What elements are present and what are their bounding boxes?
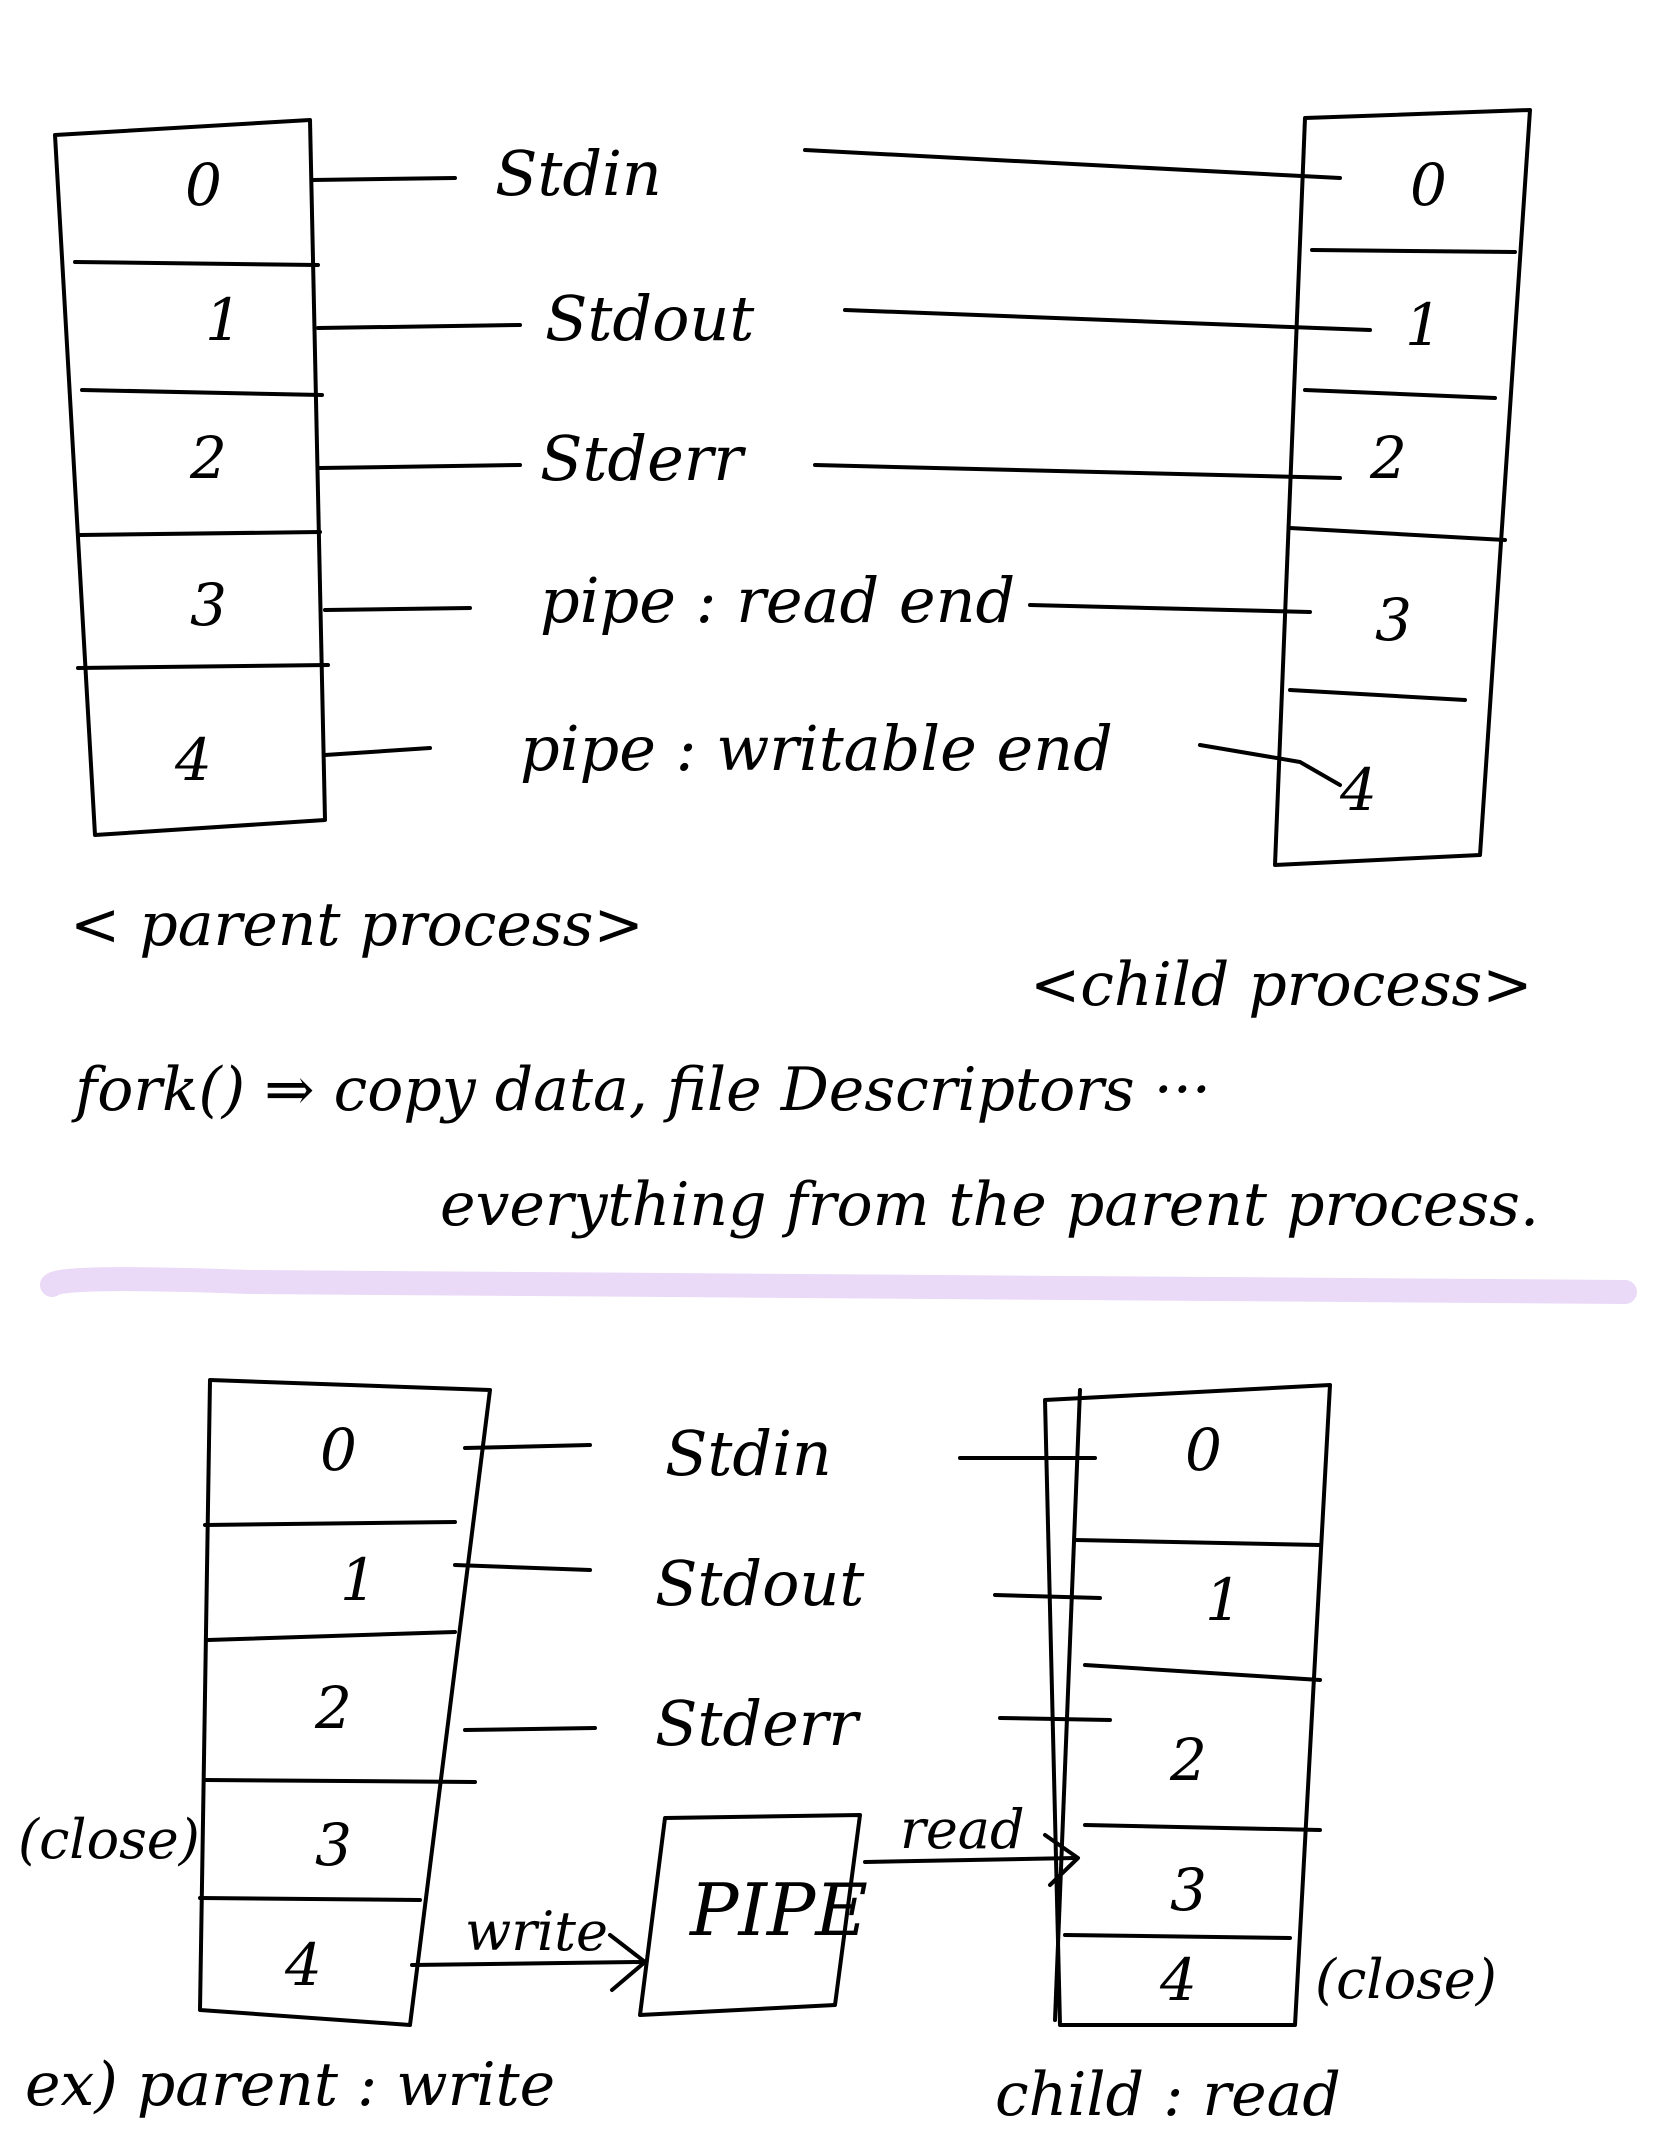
top-connector-left: [323, 746, 432, 757]
top-parent-fd-4: 4: [174, 726, 212, 794]
fork-description-line2: everything from the parent process.: [440, 1170, 1539, 1240]
bottom-child-fd-2: 2: [1169, 1726, 1207, 1794]
top-child-row-divider: [1310, 248, 1517, 254]
bottom-child-fd-1: 1: [1205, 1566, 1242, 1634]
top-stream-labels: Stdin Stdout Stderr pipe : read end pipe…: [495, 137, 1113, 785]
pipe-box-outline: [638, 1813, 862, 2017]
top-connector-left: [316, 323, 522, 330]
bottom-label-stdout: Stdout: [655, 1547, 864, 1620]
bottom-connector-left: [453, 1563, 592, 1572]
bottom-parent-fd-table: [198, 1378, 492, 2027]
bottom-child-table-outline: [1043, 1383, 1332, 2027]
write-arrow-head: [608, 1933, 647, 1992]
top-label-stdin: Stdin: [495, 137, 662, 210]
top-label-stdout: Stdout: [545, 282, 754, 355]
top-connector-right: [1198, 743, 1342, 787]
bottom-parent-row-divider: [203, 1520, 457, 1527]
bottom-parent-fd-3: 3: [315, 1811, 352, 1879]
read-label: read: [900, 1798, 1025, 1861]
read-arrow: read: [863, 1798, 1080, 1887]
top-child-row-divider: [1288, 526, 1507, 542]
top-connector-left: [318, 463, 522, 470]
top-parent-row-divider: [76, 663, 330, 670]
top-parent-fd-2: 2: [189, 424, 227, 492]
top-parent-row-divider: [78, 530, 322, 537]
bottom-parent-fd-1: 1: [340, 1546, 377, 1614]
top-connector-right: [803, 148, 1342, 180]
bottom-connectors: [453, 1443, 1112, 1732]
top-parent-fd-table: [53, 118, 330, 837]
top-child-row-divider: [1288, 688, 1467, 702]
write-arrow: write: [410, 1900, 647, 1992]
bottom-child-fd-numbers: 0 1 2 3 4: [1159, 1416, 1242, 2014]
bottom-parent-fd-numbers: 0 1 2 3 4: [284, 1416, 377, 1999]
child-process-caption: <child process>: [1030, 950, 1533, 1020]
bottom-child-row-divider: [1083, 1823, 1322, 1832]
top-child-table-outline: [1273, 108, 1532, 867]
top-parent-table-outline: [53, 118, 327, 837]
example-parent-caption: ex) parent : write: [25, 2050, 555, 2120]
top-child-fd-3: 3: [1375, 586, 1412, 654]
bottom-connector-right: [993, 1593, 1102, 1600]
write-label: write: [465, 1900, 608, 1963]
top-child-fd-table: [1273, 108, 1532, 867]
top-label-pipe-write: pipe : writable end: [520, 712, 1113, 785]
bottom-child-row-divider: [1063, 1933, 1292, 1940]
section-divider: [40, 1267, 1637, 1304]
bottom-stream-labels: Stdin Stdout Stderr: [655, 1417, 864, 1760]
top-connector-right: [843, 308, 1372, 332]
top-connector-left: [310, 176, 457, 182]
bottom-child-inner-edge: [1053, 1388, 1082, 2022]
top-connector-left: [323, 606, 472, 612]
top-parent-fd-numbers: 0 1 2 3 4: [174, 151, 242, 794]
top-connector-right: [813, 463, 1342, 480]
bottom-child-fd-table: [1043, 1383, 1332, 2027]
bottom-label-stdin: Stdin: [665, 1417, 832, 1490]
bottom-parent-row-divider: [203, 1778, 477, 1784]
top-parent-fd-3: 3: [190, 571, 227, 639]
bottom-child-fd-0: 0: [1185, 1416, 1222, 1484]
bottom-parent-table-outline: [198, 1378, 492, 2027]
bottom-child-fd-3: 3: [1170, 1856, 1207, 1924]
top-child-fd-4: 4: [1339, 756, 1377, 824]
read-arrow-head: [1043, 1833, 1080, 1887]
bottom-connector-right: [998, 1716, 1112, 1722]
read-arrow-shaft: [863, 1856, 1077, 1864]
pipe-label: PIPE: [688, 1868, 868, 1952]
bottom-child-fd-4: 4: [1159, 1946, 1197, 2014]
bottom-parent-row-divider: [206, 1630, 457, 1642]
parent-process-caption: < parent process>: [70, 890, 644, 960]
pipe-box: PIPE: [638, 1813, 868, 2017]
top-parent-row-divider: [80, 388, 324, 397]
top-child-fd-numbers: 0 1 2 3 4: [1339, 151, 1447, 824]
example-child-caption: child : read: [995, 2060, 1341, 2130]
parent-close-note: (close): [18, 1808, 200, 1871]
top-parent-row-divider: [73, 260, 320, 267]
write-arrow-shaft: [410, 1960, 642, 1967]
bottom-connector-left: [463, 1443, 592, 1450]
bottom-parent-fd-0: 0: [320, 1416, 357, 1484]
fork-description-line1: fork() ⇒ copy data, file Descriptors ···: [71, 1055, 1211, 1125]
bottom-parent-row-divider: [198, 1896, 422, 1902]
top-child-row-divider: [1303, 388, 1497, 400]
top-label-pipe-read: pipe : read end: [540, 564, 1015, 637]
bottom-label-stderr: Stderr: [655, 1687, 861, 1760]
bottom-connector-left: [463, 1726, 597, 1732]
bottom-child-row-divider: [1073, 1538, 1322, 1547]
top-parent-fd-1: 1: [205, 286, 242, 354]
child-close-note: (close): [1315, 1948, 1497, 2011]
top-connector-right: [1028, 603, 1312, 614]
bottom-parent-fd-2: 2: [314, 1674, 352, 1742]
top-parent-fd-0: 0: [185, 151, 222, 219]
bottom-parent-fd-4: 4: [284, 1931, 322, 1999]
bottom-child-row-divider: [1083, 1663, 1322, 1682]
top-child-fd-0: 0: [1410, 151, 1447, 219]
top-child-fd-1: 1: [1405, 291, 1442, 359]
top-connectors: [310, 148, 1372, 787]
top-child-fd-2: 2: [1369, 424, 1407, 492]
top-label-stderr: Stderr: [540, 422, 746, 495]
